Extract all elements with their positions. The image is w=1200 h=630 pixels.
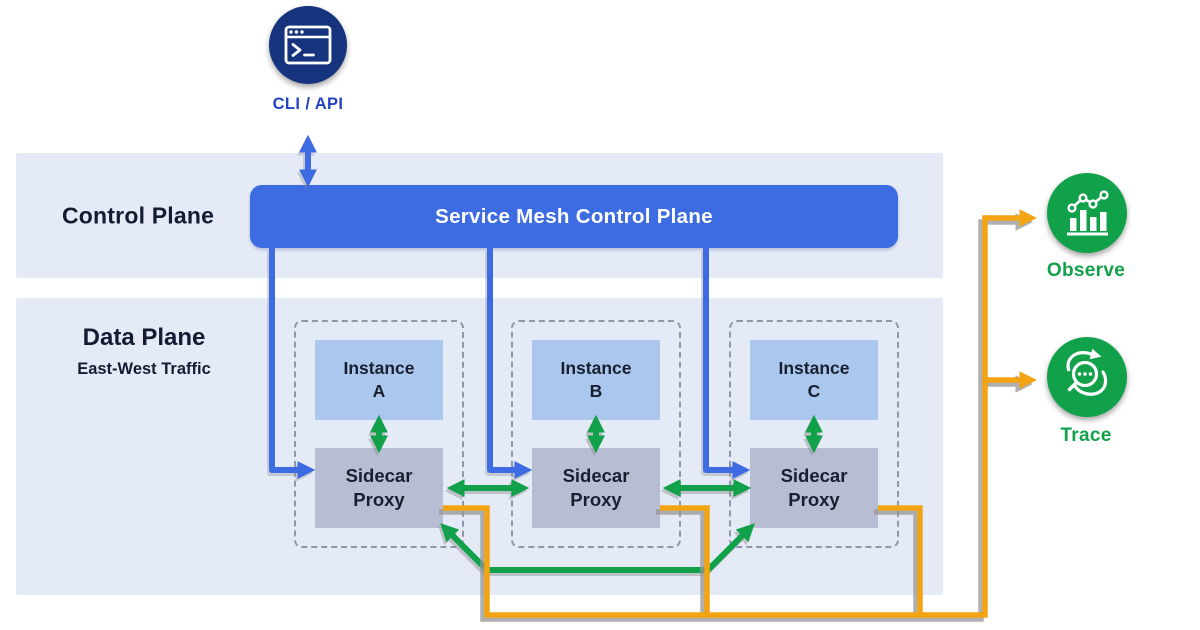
instance-b-box: Instance B (532, 340, 660, 420)
instance-b-label-line1: Instance (560, 357, 632, 378)
service-group-c: Instance C Sidecar Proxy (729, 320, 899, 548)
instance-a-box: Instance A (315, 340, 443, 420)
sidecar-a-label-line1: Sidecar (345, 464, 413, 486)
sidecar-proxy-c-box: Sidecar Proxy (750, 448, 878, 528)
sidecar-b-label-line1: Sidecar (562, 464, 630, 486)
service-group-b: Instance B Sidecar Proxy (511, 320, 681, 548)
cli-api-label: CLI / API (272, 95, 344, 113)
data-plane-title: Data Plane (82, 324, 206, 351)
instance-c-label-line2: C (807, 381, 821, 401)
sidecar-proxy-b-box: Sidecar Proxy (532, 448, 660, 528)
instance-b-label-line2: B (589, 381, 603, 401)
trace-label: Trace (1060, 425, 1112, 446)
data-plane-titles: Data Plane East-West Traffic (44, 324, 244, 379)
observe-metrics-icon (1047, 173, 1127, 253)
trace-icon (1047, 337, 1127, 417)
control-plane-panel: Control Plane Service Mesh Control Plane (16, 153, 943, 278)
instance-c-label-line1: Instance (778, 357, 850, 378)
sidecar-a-label-line2: Proxy (353, 489, 405, 510)
instance-a-label-line1: Instance (343, 357, 415, 378)
sidecar-proxy-a-box: Sidecar Proxy (315, 448, 443, 528)
sidecar-c-label-line1: Sidecar (780, 464, 848, 486)
data-plane-subtitle: East-West Traffic (77, 360, 211, 378)
instance-c-box: Instance C (750, 340, 878, 420)
sidecar-b-label-line2: Proxy (570, 489, 622, 510)
service-mesh-control-plane-box: Service Mesh Control Plane (250, 185, 898, 248)
control-plane-title: Control Plane (62, 202, 215, 228)
sidecar-c-label-line2: Proxy (788, 489, 840, 510)
instance-a-label-line2: A (372, 381, 386, 401)
cli-terminal-icon (269, 6, 347, 84)
observe-label: Observe (1046, 260, 1126, 281)
service-group-a: Instance A Sidecar Proxy (294, 320, 464, 548)
